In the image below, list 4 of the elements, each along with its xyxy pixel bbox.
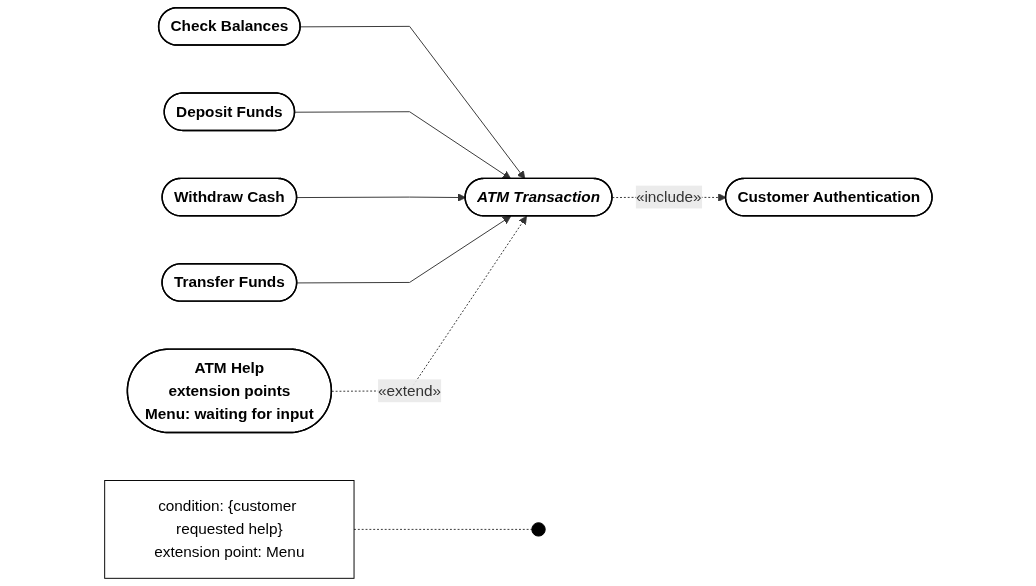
edge-label: «extend» — [377, 382, 441, 399]
node-box: condition: {customer requested help} extension point: Menu — [103, 480, 355, 579]
edge-label: «include» — [635, 188, 702, 205]
connector — [353, 528, 532, 530]
